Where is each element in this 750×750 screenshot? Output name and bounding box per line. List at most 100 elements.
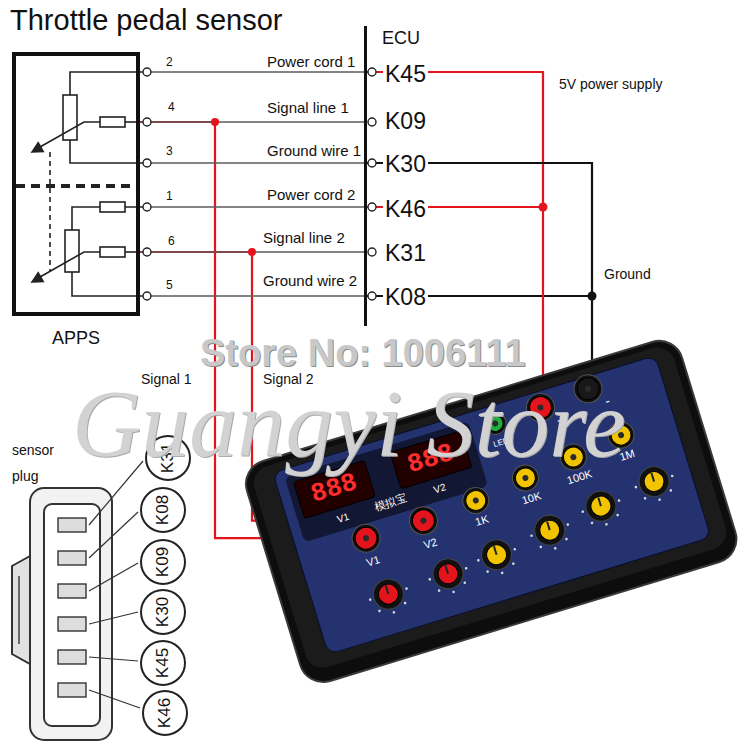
pin-callout-label: K45 bbox=[153, 648, 173, 678]
potentiometer-knob bbox=[365, 574, 414, 620]
leader-line bbox=[89, 657, 138, 661]
ecu-pin-label: K46 bbox=[383, 196, 428, 222]
coupling-line bbox=[49, 152, 51, 272]
post-hole bbox=[420, 517, 427, 524]
ecu-pin-label: K45 bbox=[383, 61, 428, 87]
plug-housing bbox=[30, 488, 112, 740]
scale-tick bbox=[452, 590, 455, 593]
post-hole bbox=[522, 474, 529, 481]
ecu-terminal bbox=[368, 203, 376, 211]
pin-callout-circle: K09 bbox=[140, 539, 186, 585]
sensor-wire bbox=[140, 71, 364, 73]
scale-tick bbox=[539, 545, 542, 548]
scale-tick bbox=[581, 510, 584, 513]
knob-base bbox=[429, 555, 466, 592]
scale-tick bbox=[404, 601, 407, 604]
post-base bbox=[349, 521, 384, 556]
diagram-title: Throttle pedal sensor bbox=[10, 4, 282, 37]
wire-label: Ground wire 1 bbox=[266, 142, 362, 159]
watermark: Store No: 1006111 bbox=[200, 334, 525, 372]
wire-label: Signal 1 bbox=[140, 371, 193, 387]
plug-pin bbox=[58, 584, 86, 598]
sensor-wire bbox=[140, 206, 364, 208]
sensor-terminal bbox=[143, 203, 151, 211]
sensor-wire bbox=[140, 121, 364, 123]
ecu-name: ECU bbox=[382, 28, 420, 49]
scale-tick bbox=[477, 559, 480, 562]
wire-label: Signal 2 bbox=[262, 371, 315, 387]
pin-callout-circle: K46 bbox=[142, 690, 188, 736]
scale-tick bbox=[590, 521, 593, 524]
knob-cap bbox=[642, 469, 667, 494]
ecu-pin-label: K08 bbox=[383, 284, 428, 310]
pin-number: 1 bbox=[166, 190, 173, 204]
wire-label: Ground bbox=[603, 266, 652, 282]
plug-latch-ridge bbox=[18, 576, 19, 644]
scale-tick bbox=[671, 474, 674, 477]
sensor-wire bbox=[140, 295, 364, 297]
junction-dot bbox=[588, 292, 597, 301]
knob-pointer bbox=[445, 565, 448, 574]
ecu-terminal bbox=[368, 118, 376, 126]
knob-cap bbox=[588, 494, 613, 519]
scale-tick bbox=[465, 567, 468, 570]
pin-callout-circle: K08 bbox=[140, 487, 186, 533]
wiper-arrowhead bbox=[32, 273, 43, 282]
wire-label: Power cord 2 bbox=[266, 186, 356, 203]
post-hole bbox=[362, 534, 369, 541]
scale-tick bbox=[530, 534, 533, 537]
scale-tick bbox=[437, 589, 440, 592]
wire-label: Power cord 1 bbox=[266, 53, 356, 70]
sensor-terminal bbox=[143, 248, 151, 256]
plug-caption: plug bbox=[12, 468, 38, 484]
leader-line bbox=[89, 563, 138, 591]
ecu-pin-label: K31 bbox=[383, 240, 428, 266]
plug-latch bbox=[12, 556, 30, 664]
post-base bbox=[406, 503, 441, 538]
sensor-terminal bbox=[143, 292, 151, 300]
scale-tick bbox=[501, 571, 504, 574]
pin-callout-label: K08 bbox=[153, 495, 173, 525]
ecu-terminal bbox=[368, 159, 376, 167]
scale-tick bbox=[405, 587, 408, 590]
knob-base bbox=[582, 487, 619, 524]
leader-line bbox=[89, 690, 140, 708]
pin-number: 3 bbox=[166, 145, 173, 159]
scale-tick bbox=[392, 611, 395, 614]
scale-tick bbox=[513, 548, 516, 551]
post-cap bbox=[410, 507, 437, 534]
plug-cavity bbox=[44, 504, 100, 726]
scale-tick bbox=[486, 570, 489, 573]
plug-pin bbox=[58, 518, 86, 532]
scale-tick bbox=[644, 497, 647, 500]
ecu-pin-label: K30 bbox=[383, 151, 428, 177]
scale-tick bbox=[378, 609, 381, 612]
sensor-housing: APPS bbox=[12, 52, 140, 316]
plug-pin bbox=[58, 683, 86, 697]
pin-number: 6 bbox=[168, 235, 175, 249]
binding-post bbox=[460, 484, 492, 516]
pin-callout-label: K09 bbox=[153, 547, 173, 577]
knob-cap bbox=[436, 561, 461, 586]
divider-line bbox=[16, 184, 136, 188]
post-cap bbox=[352, 524, 379, 551]
scale-tick bbox=[566, 523, 569, 526]
sensor-wire bbox=[140, 162, 364, 164]
knob-base bbox=[370, 575, 407, 612]
pin-number: 4 bbox=[168, 101, 175, 115]
sensor-name: APPS bbox=[52, 328, 100, 349]
plug-pin bbox=[58, 617, 86, 631]
potentiometer-knob bbox=[424, 554, 473, 600]
potentiometer-knob bbox=[526, 510, 575, 556]
pin-callout-circle: K30 bbox=[140, 589, 186, 635]
wiper-line bbox=[40, 252, 100, 277]
knob-pointer bbox=[386, 586, 389, 595]
knob-base bbox=[531, 511, 568, 548]
wire-label: Signal line 2 bbox=[262, 229, 346, 246]
potentiometer-symbol bbox=[65, 230, 79, 272]
scale-tick bbox=[634, 485, 637, 488]
post-hole bbox=[472, 497, 479, 504]
pin-callout-circle: K45 bbox=[140, 640, 186, 686]
